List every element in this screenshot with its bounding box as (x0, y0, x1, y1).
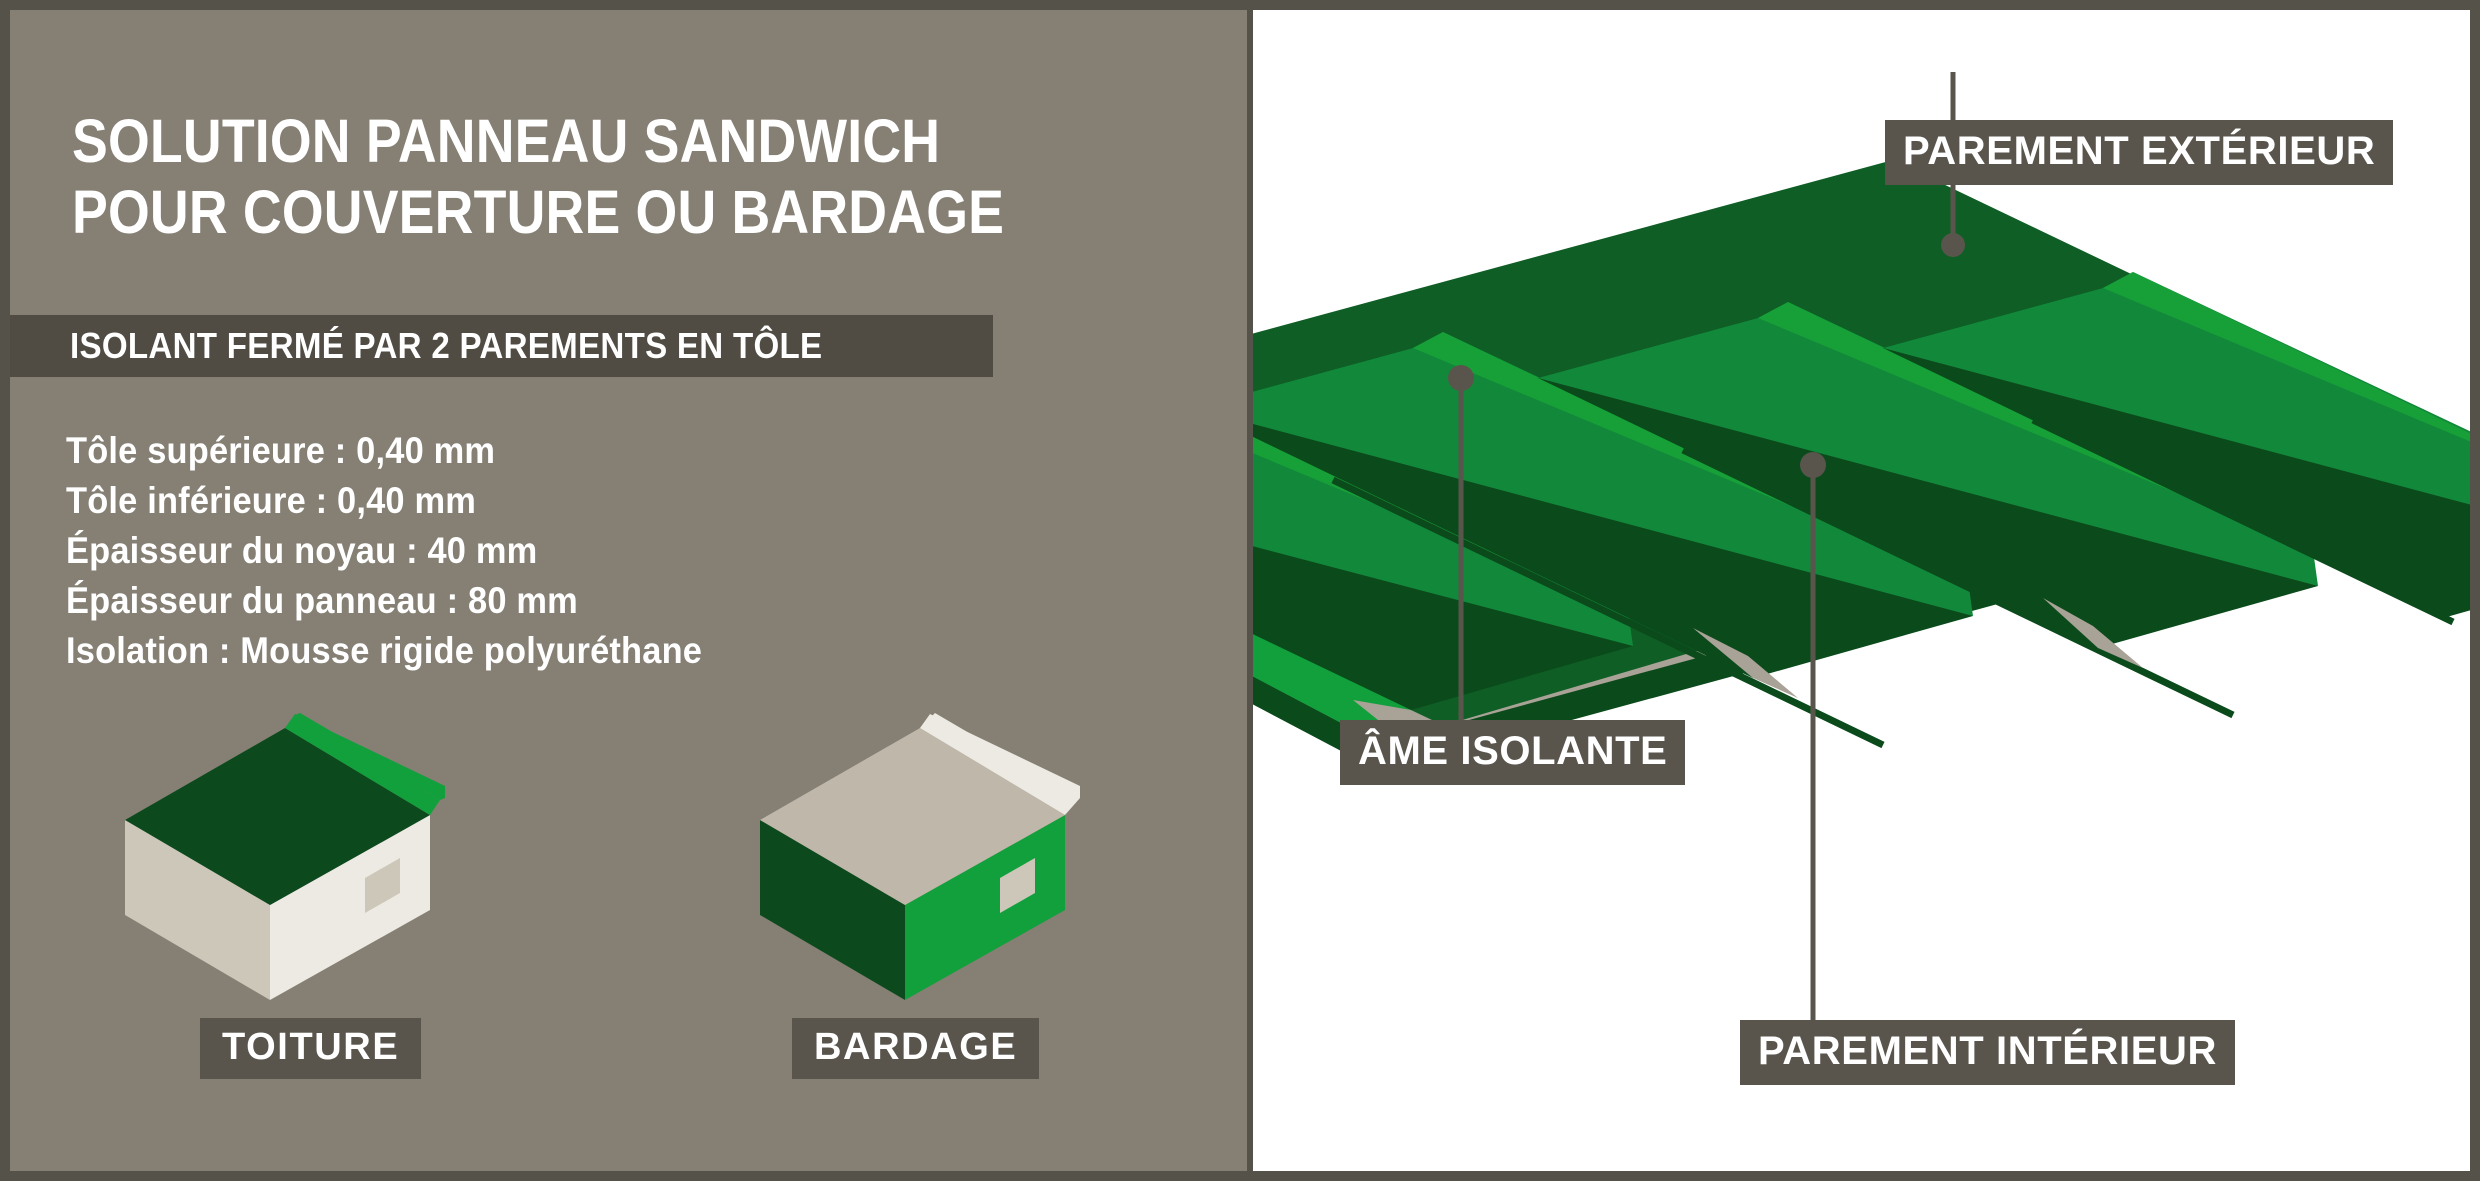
callout-label-exterior: PAREMENT EXTÉRIEUR (1885, 120, 2394, 185)
panel-rib (1883, 272, 2470, 618)
callout-label-core: ÂME ISOLANTE (1340, 720, 1686, 785)
spec-item: Épaisseur du noyau : 40 mm (66, 530, 538, 571)
left-info-panel: SOLUTION PANNEAU SANDWICH POUR COUVERTUR… (10, 10, 1247, 1171)
subtitle-band: ISOLANT FERMÉ PAR 2 PAREMENTS EN TÔLE (10, 315, 993, 377)
spec-item: Isolation : Mousse rigide polyuréthane (66, 630, 703, 671)
rib-stiffeners (1331, 416, 2455, 749)
panel-left-lip (1253, 634, 1411, 744)
building-icon-bardage (760, 713, 1080, 1000)
caption-bardage: BARDAGE (792, 1018, 1040, 1079)
subtitle-text: ISOLANT FERMÉ PAR 2 PAREMENTS EN TÔLE (70, 325, 823, 366)
spec-item: Tôle supérieure : 0,40 mm (66, 430, 496, 471)
panel-rib (1253, 332, 2003, 678)
sandwich-panel-illustration (1253, 160, 2470, 772)
page-title: SOLUTION PANNEAU SANDWICH POUR COUVERTUR… (72, 107, 1005, 247)
spec-item: Épaisseur du panneau : 80 mm (66, 580, 578, 621)
caption-toiture: TOITURE (200, 1018, 422, 1079)
building-icon-toiture (125, 713, 445, 1000)
spec-list: Tôle supérieure : 0,40 mm Tôle inférieur… (66, 426, 1186, 676)
spec-item: Tôle inférieure : 0,40 mm (66, 480, 477, 521)
panel-rib (1538, 302, 2348, 648)
callout-label-interior: PAREMENT INTÉRIEUR (1740, 1020, 2235, 1085)
